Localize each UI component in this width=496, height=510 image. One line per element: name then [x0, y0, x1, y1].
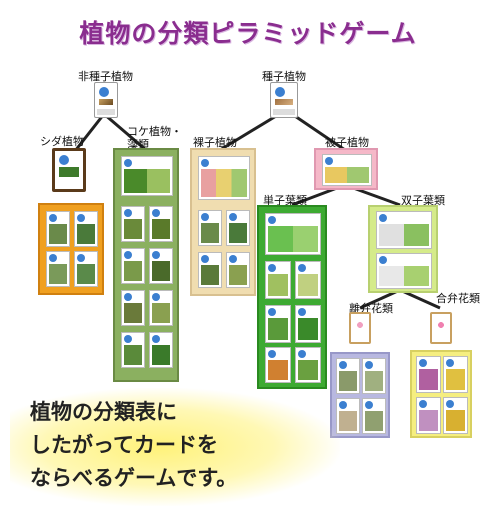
plant-card[interactable] [198, 252, 222, 288]
label-gymnosperms: 裸子植物 [193, 136, 237, 149]
label-mosses: コケ植物・ [127, 125, 182, 138]
monocot-card[interactable] [265, 261, 291, 299]
seed-icon [275, 87, 285, 97]
message-glow [10, 388, 340, 506]
category-card-non-seed[interactable] [94, 82, 118, 118]
label-angiosperms: 被子植物 [325, 136, 369, 149]
label-monocots: 単子葉類 [263, 194, 307, 207]
plant-card[interactable] [149, 290, 173, 326]
fern-panel [38, 203, 104, 295]
plant-card[interactable] [149, 206, 173, 242]
category-card-polypetalae[interactable] [349, 312, 371, 344]
monocot-panel [257, 205, 327, 389]
plant-card[interactable] [149, 248, 173, 284]
monocot-category-card[interactable] [265, 213, 321, 255]
monocot-card[interactable] [295, 261, 321, 299]
dicot-seedling-card[interactable] [376, 253, 432, 289]
plant-card[interactable] [121, 248, 145, 284]
page-title: 植物の分類ピラミッドゲーム [79, 19, 417, 48]
plant-card[interactable] [46, 211, 70, 247]
moss-category-card[interactable] [121, 156, 173, 196]
category-card-sympetalae[interactable] [430, 312, 452, 344]
plant-card[interactable] [336, 358, 360, 394]
plant-card[interactable] [226, 252, 250, 288]
plant-card[interactable] [265, 347, 291, 383]
label-sympetalae: 合弁花類 [436, 292, 480, 305]
plant-card[interactable] [226, 210, 250, 246]
plant-card[interactable] [121, 206, 145, 242]
plant-card[interactable] [416, 397, 441, 434]
gymnosperm-category-card[interactable] [198, 156, 250, 200]
plant-card[interactable] [443, 356, 468, 393]
plant-card[interactable] [416, 356, 441, 393]
plant-card[interactable] [295, 305, 321, 343]
category-card-fern[interactable] [52, 148, 86, 192]
plant-card[interactable] [198, 210, 222, 246]
dicot-category-card[interactable] [376, 211, 432, 249]
plant-card[interactable] [295, 347, 321, 383]
description-line-1: 植物の分類表に [30, 400, 177, 424]
description-line-3: ならべるゲームです。 [30, 466, 238, 490]
label-polypetalae: 離弁花類 [349, 302, 393, 315]
angiosperm-panel [314, 148, 378, 190]
fern-icon [59, 155, 69, 165]
gymnosperm-panel [190, 148, 256, 296]
plant-card[interactable] [336, 398, 360, 434]
plant-card[interactable] [362, 358, 386, 394]
plant-card[interactable] [121, 332, 145, 368]
plant-icon [99, 87, 109, 97]
label-ferns: シダ植物 [40, 135, 84, 148]
dicot-panel [368, 205, 438, 293]
plant-card[interactable] [46, 251, 70, 287]
plant-card[interactable] [362, 398, 386, 434]
angiosperm-category-card[interactable] [322, 154, 372, 186]
description-line-2: したがってカードを [30, 433, 218, 457]
label-non-seed-plants: 非種子植物 [78, 70, 133, 83]
plant-card[interactable] [121, 290, 145, 326]
moss-algae-panel [113, 148, 179, 382]
label-dicots: 双子葉類 [401, 194, 445, 207]
flower-icon [436, 320, 446, 330]
plant-card[interactable] [265, 305, 291, 343]
plant-card[interactable] [74, 251, 98, 287]
sympetalae-panel [410, 350, 472, 438]
plant-card[interactable] [443, 397, 468, 434]
label-algae: 藻類 [127, 138, 149, 151]
flower-icon [355, 320, 365, 330]
game-description: 植物の分類表に したがってカードを ならべるゲームです。 [30, 396, 330, 495]
plant-card[interactable] [74, 211, 98, 247]
plant-card[interactable] [149, 332, 173, 368]
label-seed-plants: 種子植物 [262, 70, 306, 83]
category-card-seed[interactable] [270, 82, 298, 118]
